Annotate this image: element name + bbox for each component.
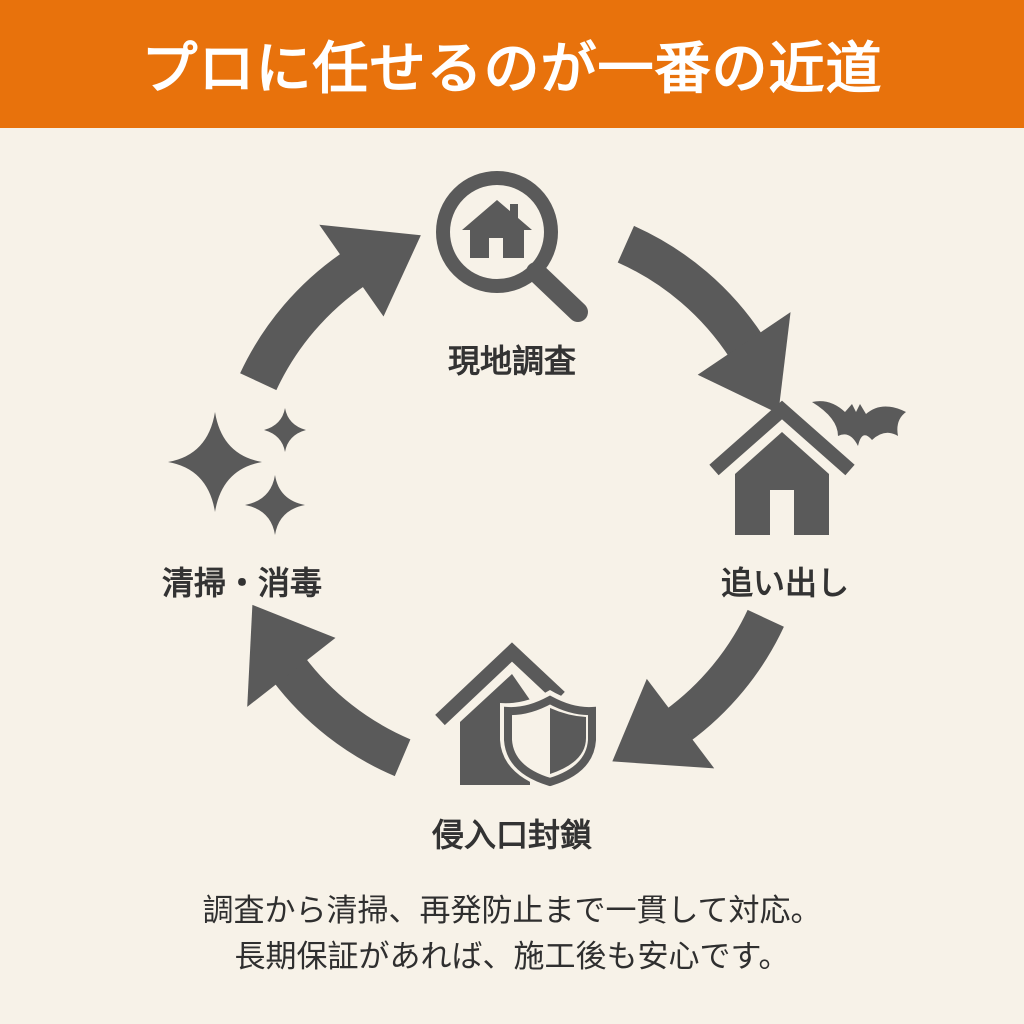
house-magnifier-icon: [436, 171, 588, 322]
sparkles-icon: [168, 408, 306, 535]
cycle-arrow-3: [272, 656, 411, 777]
cycle-arrow-2: [664, 609, 784, 743]
footer-line-2: 長期保証があれば、施工後も安心です。: [234, 939, 790, 975]
cycle-arrowhead-2: [612, 678, 715, 769]
step-label-eviction: 追い出し: [720, 564, 850, 602]
cycle-arrow-1: [617, 225, 764, 359]
cycle-arrow-4: [240, 251, 367, 391]
step-label-survey: 現地調査: [447, 342, 577, 380]
house-shield-icon: [435, 642, 600, 790]
header-banner: プロに任せるのが一番の近道: [0, 0, 1024, 128]
step-label-cleaning: 清掃・消毒: [161, 564, 323, 602]
house-bat-icon: [709, 400, 906, 535]
footer-text: 調査から清掃、再発防止まで一貫して対応。 長期保証があれば、施工後も安心です。: [0, 888, 1024, 980]
footer-line-1: 調査から清掃、再発防止まで一貫して対応。: [202, 893, 822, 929]
step-label-sealing: 侵入口封鎖: [431, 816, 593, 854]
cycle-arrowhead-3: [247, 604, 336, 707]
page-title: プロに任せるのが一番の近道: [141, 36, 883, 102]
bat-icon: [812, 401, 906, 446]
cycle-arrowhead-4: [319, 224, 421, 317]
cycle-arrowhead-1: [697, 312, 791, 414]
